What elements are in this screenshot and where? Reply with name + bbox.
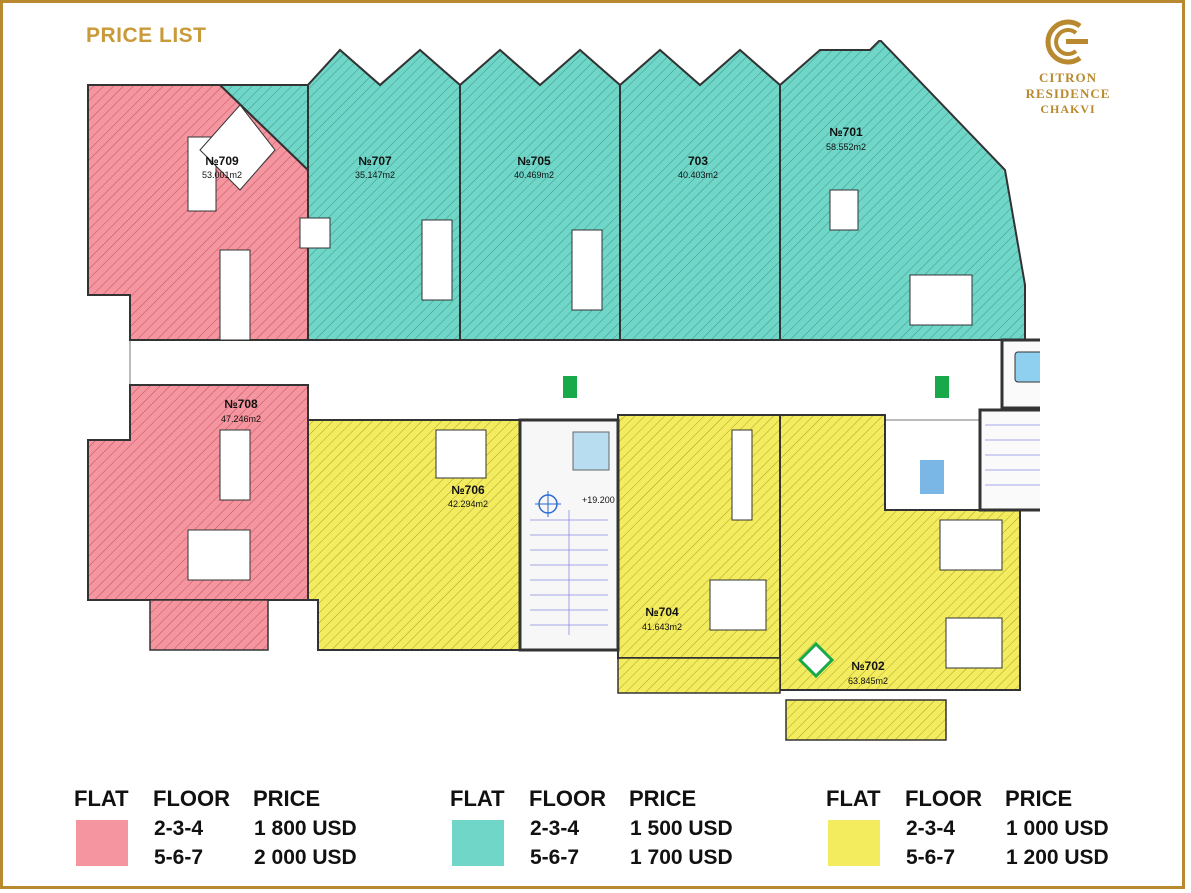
balcony-702 [785,699,947,741]
legend-yellow: FLAT FLOOR PRICE 2-3-4 1 000 USD 5-6-7 1… [826,786,1156,876]
legend-price: 1 800 USD [254,817,357,840]
legend-color-swatch [452,820,504,866]
apartment-701-area-label: 58.552m2 [826,142,866,152]
page-title: PRICE LIST [86,24,207,47]
legend-floors: 2-3-4 [906,817,956,840]
legend-floor-header: FLOOR [529,786,606,811]
apartment-706-area-label: 42.294m2 [448,499,488,509]
exit-sign-icon [935,376,949,398]
legend-price: 1 700 USD [630,846,733,869]
legend-color-swatch [76,820,128,866]
legend-price: 1 500 USD [630,817,733,840]
brand-location: CHAKVI [1040,102,1096,116]
legend-floor-header: FLOOR [153,786,230,811]
accessible-sign-icon [920,460,944,494]
legend-floor-header: FLOOR [905,786,982,811]
apartment-701-area [779,40,1026,341]
legend-price: 2 000 USD [254,846,357,869]
legend-floors: 2-3-4 [530,817,580,840]
apartment-703-area [619,48,781,341]
apartment-704-number: №704 [645,605,679,619]
brand-name: CITRON RESIDENCE [1025,70,1111,101]
apartment-706-number: №706 [451,483,485,497]
wc-core [572,431,610,471]
apartment-709-area-label: 53.001m2 [202,170,242,180]
apartment-702-area-label: 63.845m2 [848,676,888,686]
legend-floors: 2-3-4 [154,817,204,840]
legend-price: 1 000 USD [1006,817,1109,840]
legend-flat-header: FLAT [826,786,881,811]
apartment-704-area-label: 41.643m2 [642,622,682,632]
balcony-704 [617,657,781,694]
legend-pink: FLAT FLOOR PRICE 2-3-4 1 800 USD 5-6-7 2… [74,786,404,876]
legend-price-header: PRICE [1005,786,1073,811]
exit-sign-icon [563,376,577,398]
legend-flat-header: FLAT [450,786,505,811]
legend-teal: FLAT FLOOR PRICE 2-3-4 1 500 USD 5-6-7 1… [450,786,780,876]
apartment-707-number: №707 [358,154,392,168]
legend-floors: 5-6-7 [906,846,956,869]
apartment-708-area-label: 47.246m2 [221,414,261,424]
apartment-702-number: №702 [851,659,885,673]
legend-floors: 5-6-7 [154,846,204,869]
logo-mark-icon [1045,19,1088,65]
legend-flat-header: FLAT [74,786,129,811]
legend-price-header: PRICE [253,786,321,811]
legend-floors: 5-6-7 [530,846,580,869]
brand-logo: CITRON RESIDENCE CHAKVI [998,18,1138,116]
apartment-707-area-label: 35.147m2 [355,170,395,180]
stair-right [978,408,1040,512]
stair-right-steps [985,424,1040,486]
apartment-705-number: №705 [517,154,551,168]
apartment-703-area-label: 40.403m2 [678,170,718,180]
legend-color-swatch [828,820,880,866]
legend-price: 1 200 USD [1006,846,1109,869]
elevation-label: +19.200 [582,495,615,505]
balcony-708 [149,599,269,651]
apartment-705-area-label: 40.469m2 [514,170,554,180]
apartment-706-area [307,419,521,651]
stair-steps [530,510,608,635]
furniture [187,104,1003,669]
apartment-703-number: 703 [688,154,708,168]
legend-price-header: PRICE [629,786,697,811]
apartment-708-area [87,384,309,601]
pool [1014,351,1040,383]
apartment-709-number: №709 [205,154,239,168]
apartment-701-number: №701 [829,125,863,139]
floor-plan: №709 53.001m2 №707 35.147m2 №705 40.469m… [87,40,1040,741]
apartment-708-number: №708 [224,397,258,411]
diamond-marker-icon [797,641,835,679]
